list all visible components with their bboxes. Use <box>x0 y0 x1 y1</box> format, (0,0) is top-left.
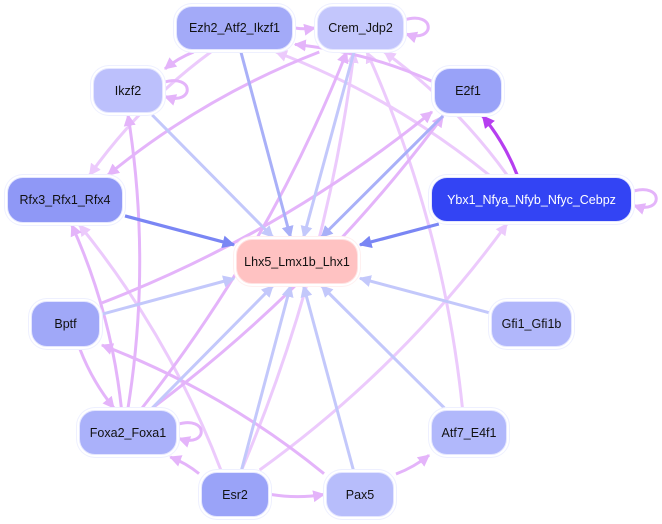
node-label: Atf7_E4f1 <box>441 425 497 440</box>
edge-crem-to-crem <box>403 16 430 44</box>
node-label: Gfi1_Gfi1b <box>501 317 562 331</box>
edge-foxa2-to-foxa2 <box>176 421 203 448</box>
node-ybx1-nfya-nfyb-nfyc-cebpz[interactable]: Ybx1_Nfya_Nfyb_Nfyc_Cebpz <box>431 177 632 222</box>
node-label: Pax5 <box>345 487 375 502</box>
node-e2f1[interactable]: E2f1 <box>434 68 502 114</box>
edge-e2f1-to-ezh2 <box>293 39 433 83</box>
edge-foxa2-to-lhx5 <box>151 284 274 410</box>
node-label: E2f1 <box>455 84 481 98</box>
node-bptf[interactable]: Bptf <box>31 301 100 347</box>
edge-ezh2-to-lhx5 <box>239 51 294 239</box>
edge-ezh2-to-ikzf2 <box>164 50 195 70</box>
node-label: Ikzf2 <box>114 83 142 98</box>
edge-gfi1-to-lhx5 <box>358 275 490 315</box>
edge-pax5-to-atf7 <box>395 454 430 476</box>
edge-ybx1-to-ezh2 <box>274 50 491 177</box>
edge-crem-to-lhx5 <box>300 51 356 239</box>
node-gfi1-gfi1b[interactable]: Gfi1_Gfi1b <box>491 301 572 347</box>
node-label: Crem_Jdp2 <box>328 21 393 35</box>
edge-ybx1-to-ybx1 <box>631 188 658 215</box>
edge-bptf-to-lhx5 <box>101 275 236 316</box>
edge-ybx1-to-lhx5 <box>358 222 440 249</box>
edge-bptf-to-e2f1 <box>101 110 433 305</box>
edge-esr2-to-foxa2 <box>169 455 200 475</box>
edge-bptf-to-foxa2 <box>78 348 116 409</box>
edge-esr2-to-rfx <box>78 224 223 471</box>
node-ezh2-atf2-ikzf1[interactable]: Ezh2_Atf2_Ikzf1 <box>176 6 293 50</box>
node-atf7-e4f1[interactable]: Atf7_E4f1 <box>431 410 507 455</box>
edge-ezh2-to-crem <box>294 23 317 36</box>
node-rfx3-rfx1-rfx4[interactable]: Rfx3_Rfx1_Rfx4 <box>7 177 123 223</box>
node-label: Lhx5_Lmx1b_Lhx1 <box>244 254 350 269</box>
edge-ikzf2-to-lhx5 <box>151 113 274 239</box>
node-label: Rfx3_Rfx1_Rfx4 <box>19 193 111 207</box>
edge-foxa2-to-ikzf2 <box>123 113 142 409</box>
node-foxa2-foxa1[interactable]: Foxa2_Foxa1 <box>79 410 177 455</box>
node-label: Esr2 <box>222 487 248 502</box>
edge-pax5-to-lhx5 <box>300 284 355 471</box>
edge-pax5-to-bptf <box>100 343 325 475</box>
node-lhx5-lmx1b-lhx1[interactable]: Lhx5_Lmx1b_Lhx1 <box>236 239 358 284</box>
node-crem-jdp2[interactable]: Crem_Jdp2 <box>317 6 404 50</box>
node-ikzf2[interactable]: Ikzf2 <box>93 68 163 113</box>
edge-ybx1-to-e2f1 <box>481 114 519 176</box>
node-label: Ezh2_Atf2_Ikzf1 <box>188 21 281 35</box>
edge-atf7-to-lhx5 <box>320 284 446 410</box>
edge-rfx-to-lhx5 <box>124 214 236 249</box>
node-pax5[interactable]: Pax5 <box>326 472 394 517</box>
node-label: Foxa2_Foxa1 <box>89 425 167 440</box>
edge-esr2-to-lhx5 <box>240 284 294 471</box>
edge-foxa2-to-crem <box>140 50 349 409</box>
node-esr2[interactable]: Esr2 <box>201 472 269 517</box>
edge-esr2-to-pax5 <box>270 490 326 503</box>
node-label: Bptf <box>54 317 77 331</box>
edge-ikzf2-to-ikzf2 <box>162 79 189 106</box>
edge-e2f1-to-lhx5 <box>320 114 444 239</box>
node-label: Ybx1_Nfya_Nfyb_Nfyc_Cebpz <box>447 192 616 207</box>
